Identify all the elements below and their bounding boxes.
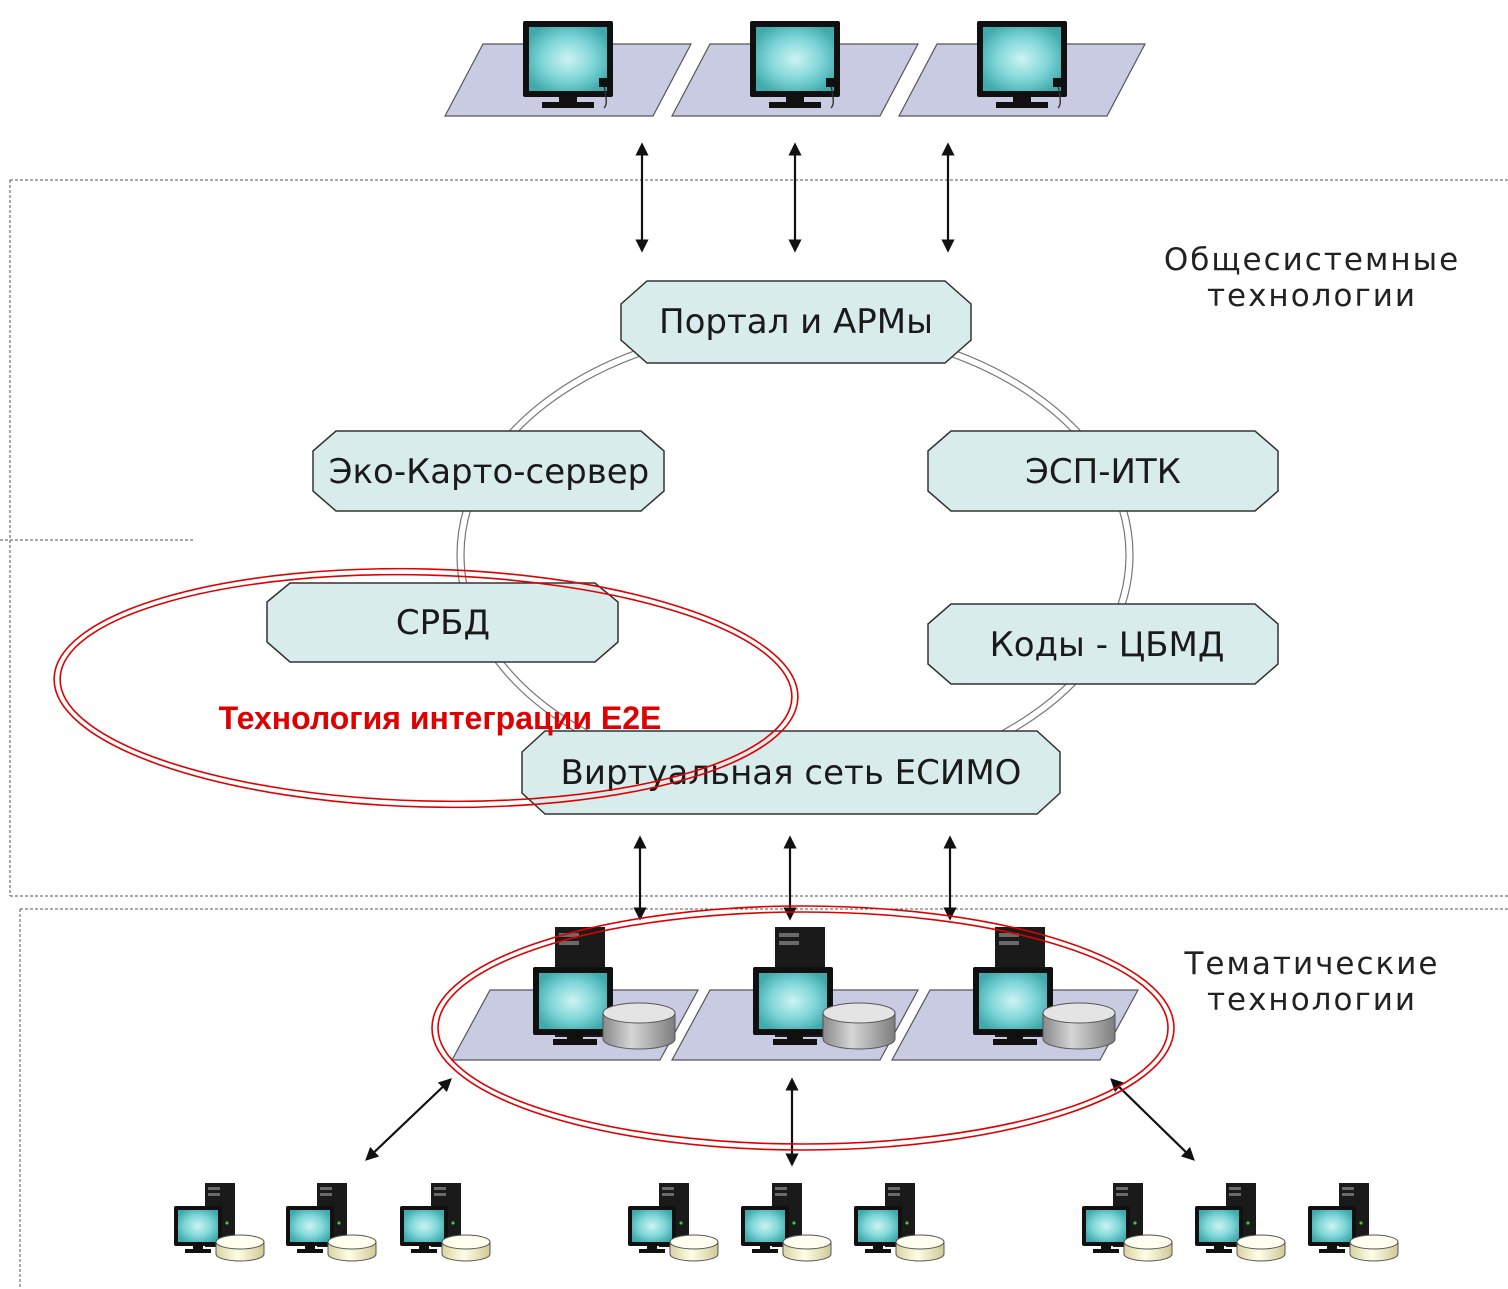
highlight-label: Технология интеграции E2E bbox=[219, 700, 662, 736]
node-eco-carto: Эко-Карто-сервер bbox=[312, 430, 665, 512]
small-server-icon bbox=[399, 1182, 491, 1262]
bottom-arrows bbox=[365, 1077, 1195, 1167]
section-thematic-line2: технологии bbox=[1207, 982, 1417, 1018]
top-arrows bbox=[635, 142, 955, 253]
node-portal-label: Портал и АРМы bbox=[659, 302, 933, 342]
small-server-icon bbox=[1307, 1182, 1399, 1262]
node-codes-label: Коды - ЦБМД bbox=[990, 625, 1225, 665]
node-virtual-net: Виртуальная сеть ЕСИМО bbox=[521, 730, 1061, 815]
bottom-server-groups bbox=[173, 1182, 1399, 1262]
node-eco-carto-label: Эко-Карто-сервер bbox=[329, 452, 650, 492]
small-server-icon bbox=[740, 1182, 832, 1262]
node-virtual-net-label: Виртуальная сеть ЕСИМО bbox=[561, 753, 1022, 793]
workstation-icon bbox=[898, 20, 1146, 117]
system-section-frame bbox=[0, 179, 1508, 897]
small-server-icon bbox=[1081, 1182, 1173, 1262]
node-codes: Коды - ЦБМД bbox=[927, 603, 1279, 685]
node-srbd-label: СРБД bbox=[396, 603, 490, 643]
highlight-ellipse-e2e bbox=[53, 567, 799, 809]
section-system-line1: Общесистемные bbox=[1164, 242, 1460, 278]
small-server-icon bbox=[1194, 1182, 1286, 1262]
workstation-icon bbox=[671, 20, 919, 117]
small-server-icon bbox=[285, 1182, 377, 1262]
middle-arrows bbox=[633, 835, 957, 921]
section-system-line2: технологии bbox=[1207, 278, 1417, 314]
node-esp-itk: ЭСП-ИТК bbox=[927, 430, 1279, 512]
node-portal: Портал и АРМы bbox=[620, 280, 972, 364]
workstation-icon bbox=[444, 20, 692, 117]
server-icon bbox=[671, 926, 919, 1061]
small-server-icon bbox=[173, 1182, 265, 1262]
server-icon bbox=[891, 926, 1139, 1061]
node-esp-itk-label: ЭСП-ИТК bbox=[1025, 452, 1181, 492]
small-server-icon bbox=[853, 1182, 945, 1262]
thematic-section-frame bbox=[19, 908, 1508, 1289]
small-server-icon bbox=[627, 1182, 719, 1262]
server-icon bbox=[451, 926, 699, 1061]
node-srbd: СРБД bbox=[266, 582, 619, 663]
highlight-ellipse-thematic bbox=[431, 905, 1175, 1151]
section-thematic-line1: Тематические bbox=[1184, 946, 1440, 982]
